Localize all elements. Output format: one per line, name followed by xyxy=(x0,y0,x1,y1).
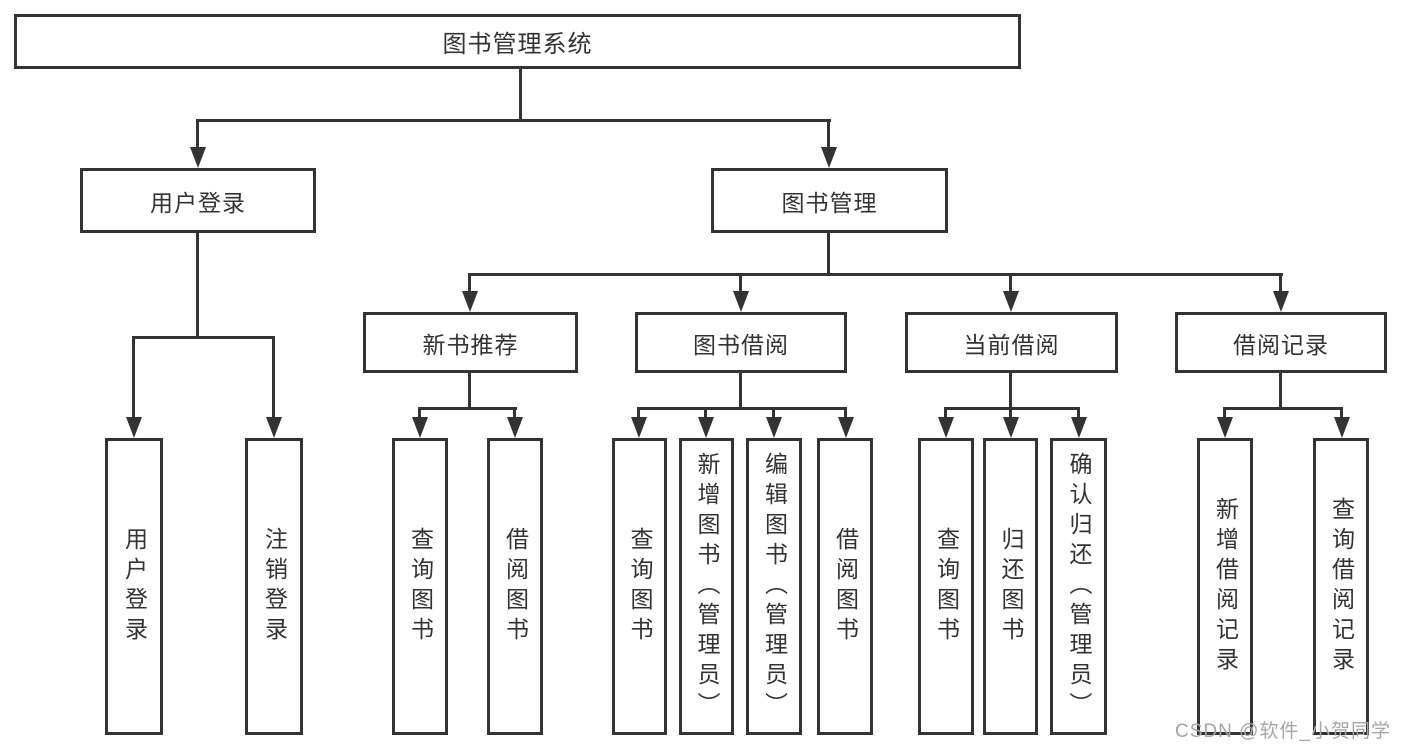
arrowhead-leaf xyxy=(507,417,523,438)
connector-drop-leaf xyxy=(418,407,421,420)
connector-currentborrow-rail xyxy=(944,407,1080,410)
arrowhead-current-borrow xyxy=(1003,291,1019,312)
node-label: 归还图书 xyxy=(998,526,1024,647)
arrowhead-leaf xyxy=(1217,417,1233,438)
arrowhead-book-mgmt xyxy=(821,147,837,168)
arrowhead-borrow-record xyxy=(1273,291,1289,312)
connector-drop-leaf xyxy=(637,407,640,420)
leaf-return-books: 归还图书 xyxy=(983,438,1038,735)
leaf-borrow-books-recommend: 借阅图书 xyxy=(487,438,543,735)
arrowhead-new-book xyxy=(462,291,478,312)
connector-drop-borrow-record xyxy=(1279,273,1282,294)
connector-drop-leaf xyxy=(1009,407,1012,420)
connector-drop-new-book xyxy=(468,273,471,294)
node-label: 借阅图书 xyxy=(832,526,859,647)
node-label: 图书管理 xyxy=(781,189,878,216)
arrowhead-leaf xyxy=(698,417,714,438)
node-current-borrowing: 当前借阅 xyxy=(905,312,1118,373)
arrowhead-leaf xyxy=(266,417,282,438)
connector-drop-book-mgmt xyxy=(827,119,830,150)
connector-borrowrecord-stem xyxy=(1279,373,1282,407)
connector-root-rail xyxy=(197,119,831,122)
leaf-query-books: 查询图书 xyxy=(612,438,667,735)
connector-drop-leaf xyxy=(1077,407,1080,420)
leaf-confirm-return-admin: 确认归还（管理员） xyxy=(1050,438,1107,735)
connector-drop-leaf xyxy=(132,336,135,420)
node-book-borrowing: 图书借阅 xyxy=(635,312,847,373)
node-label: 新书推荐 xyxy=(422,331,519,358)
node-label: 查询图书 xyxy=(627,526,653,647)
connector-drop-user-login xyxy=(196,119,199,150)
arrowhead-leaf xyxy=(838,417,854,438)
node-label: 新增图书（管理员） xyxy=(694,451,720,722)
connector-bookmgmt-stem xyxy=(827,233,830,273)
arrowhead-leaf xyxy=(126,417,142,438)
leaf-user-login: 用户登录 xyxy=(105,438,163,735)
leaf-query-borrow-record: 查询借阅记录 xyxy=(1313,438,1369,735)
connector-drop-leaf xyxy=(513,407,516,420)
node-book-management: 图书管理 xyxy=(711,168,948,233)
connector-borrowrecord-rail xyxy=(1223,407,1343,410)
arrowhead-book-borrow xyxy=(733,291,749,312)
node-label: 查询借阅记录 xyxy=(1328,496,1355,677)
node-label: 新增借阅记录 xyxy=(1212,496,1239,677)
node-label: 借阅图书 xyxy=(502,526,529,647)
arrowhead-leaf xyxy=(412,417,428,438)
connector-bookmgmt-rail xyxy=(468,273,1283,276)
node-borrowing-records: 借阅记录 xyxy=(1175,312,1387,373)
connector-drop-leaf xyxy=(844,407,847,420)
connector-drop-leaf xyxy=(1340,407,1343,420)
connector-bookborrow-rail xyxy=(637,407,847,410)
connector-drop-current-borrow xyxy=(1009,273,1012,294)
arrowhead-leaf xyxy=(1003,417,1019,438)
watermark-text: CSDN @软件_小贺同学 xyxy=(1175,721,1391,742)
node-label: 借阅记录 xyxy=(1233,331,1329,358)
connector-drop-leaf xyxy=(704,407,707,420)
connector-drop-leaf xyxy=(944,407,947,420)
connector-newbook-stem xyxy=(468,373,471,407)
leaf-query-books-current: 查询图书 xyxy=(918,438,974,735)
leaf-query-books-recommend: 查询图书 xyxy=(392,438,448,735)
connector-drop-leaf xyxy=(772,407,775,420)
node-label: 查询图书 xyxy=(933,526,960,647)
leaf-borrow-books: 借阅图书 xyxy=(817,438,873,735)
leaf-edit-books-admin: 编辑图书（管理员） xyxy=(746,438,802,735)
arrowhead-leaf xyxy=(1334,417,1350,438)
connector-userlogin-stem xyxy=(196,233,199,336)
arrowhead-leaf xyxy=(766,417,782,438)
node-label: 编辑图书（管理员） xyxy=(761,451,788,722)
node-label: 用户登录 xyxy=(150,189,246,216)
node-new-book-recommend: 新书推荐 xyxy=(363,312,578,373)
connector-userlogin-rail xyxy=(132,336,275,339)
node-label: 用户登录 xyxy=(121,526,148,647)
node-label: 确认归还（管理员） xyxy=(1066,451,1092,722)
node-label: 图书借阅 xyxy=(693,331,789,358)
connector-newbook-rail xyxy=(418,407,517,410)
connector-drop-book-borrow xyxy=(739,273,742,294)
leaf-add-books-admin: 新增图书（管理员） xyxy=(679,438,734,735)
arrowhead-leaf xyxy=(1071,417,1087,438)
arrowhead-user-login xyxy=(190,147,206,168)
node-label: 当前借阅 xyxy=(963,331,1060,358)
arrowhead-leaf xyxy=(631,417,647,438)
connector-bookborrow-stem xyxy=(739,373,742,407)
node-user-login: 用户登录 xyxy=(80,168,316,233)
leaf-logout: 注销登录 xyxy=(245,438,303,735)
connector-drop-leaf xyxy=(272,336,275,420)
arrowhead-leaf xyxy=(938,417,954,438)
connector-drop-leaf xyxy=(1223,407,1226,420)
connector-root-stem xyxy=(519,69,522,119)
leaf-add-borrow-record: 新增借阅记录 xyxy=(1197,438,1253,735)
node-library-management-system: 图书管理系统 xyxy=(14,14,1021,69)
node-label: 图书管理系统 xyxy=(442,31,593,58)
connector-currentborrow-stem xyxy=(1009,373,1012,407)
node-label: 查询图书 xyxy=(407,526,434,647)
node-label: 注销登录 xyxy=(261,526,288,647)
